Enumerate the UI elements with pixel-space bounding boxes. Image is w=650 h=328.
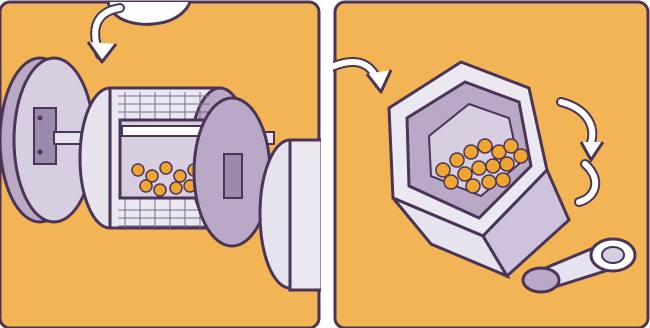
panel-drum-assembly [0,0,321,328]
panel-coating-pan-illustration [333,0,650,328]
panel-drum-assembly-illustration [0,0,321,328]
panel-coating-pan [333,0,650,328]
rotating-drum-icon [80,88,270,246]
rotating-drum-icon-partial [260,140,321,290]
